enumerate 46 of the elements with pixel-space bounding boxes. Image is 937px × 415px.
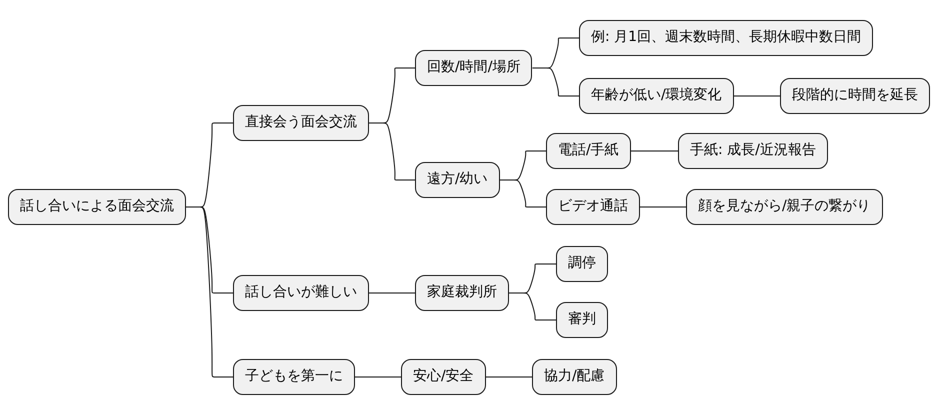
topic-box — [678, 133, 828, 169]
topic-box — [233, 275, 369, 311]
topic-text: 安心/安全 — [413, 368, 474, 385]
topic-text: 直接会う面会交流 — [245, 114, 357, 131]
branch-line — [532, 68, 580, 96]
topic-text: ビデオ通話 — [558, 198, 628, 215]
topic-box — [415, 50, 532, 86]
topic-box — [546, 189, 640, 225]
topic-box — [579, 20, 874, 56]
branch-line — [485, 376, 532, 378]
branch-line — [354, 376, 402, 378]
topic-text: 家庭裁判所 — [427, 284, 497, 301]
topic-box — [546, 133, 631, 169]
branch-line — [368, 292, 416, 294]
topic-text: 年齢が低い/環境変化 — [591, 87, 722, 104]
topic-box — [532, 359, 617, 395]
topic-text: 段階的に時間を延長 — [792, 87, 918, 104]
topic-text: 顔を見ながら/親子の繋がり — [698, 198, 871, 215]
topic-text: 例: 月1回、週末数時間、長期休暇中数日間 — [591, 29, 862, 46]
branch-line — [630, 150, 678, 152]
topic-box — [556, 246, 608, 282]
topic-box — [780, 78, 930, 114]
branch-line — [186, 206, 234, 378]
branch-line — [508, 292, 556, 320]
topic-box — [401, 359, 486, 395]
topic-box — [233, 105, 369, 141]
branch-line — [368, 122, 416, 180]
topic-text: 協力/配慮 — [544, 368, 605, 385]
topic-box — [233, 359, 355, 395]
branch-line — [640, 206, 686, 208]
topic-text: 子どもを第一に — [245, 368, 343, 385]
topic-text: 遠方/幼い — [427, 171, 488, 188]
topic-box — [415, 162, 500, 198]
topic-box — [415, 275, 509, 311]
topic-text: 審判 — [568, 311, 596, 328]
topic-text: 話し合いによる面会交流 — [20, 198, 174, 215]
topic-text: 電話/手紙 — [558, 142, 619, 159]
topic-text: 調停 — [568, 255, 596, 272]
topic-box — [686, 189, 883, 225]
topic-text: 回数/時間/場所 — [427, 59, 520, 76]
branch-line — [499, 180, 546, 208]
topic-text: 手紙: 成長/近況報告 — [690, 142, 816, 159]
topic-text: 話し合いが難しい — [245, 284, 357, 301]
topic-box — [8, 189, 186, 225]
topic-box — [579, 78, 734, 114]
topic-box — [556, 302, 608, 338]
